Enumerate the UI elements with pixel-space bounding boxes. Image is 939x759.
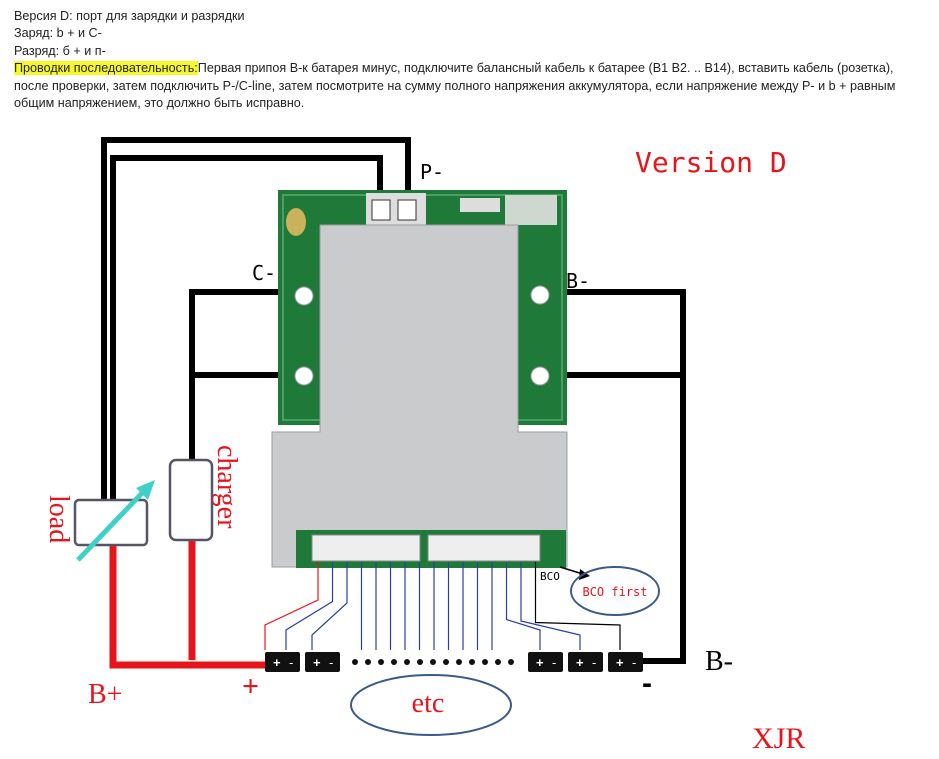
instruction-body: Первая припоя B-к батарея минус, подключ… xyxy=(14,61,896,111)
battery-cell: +- xyxy=(568,652,603,672)
version-label: Version D xyxy=(635,146,787,179)
cell-minus-sign: - xyxy=(592,655,596,670)
bco-label: BCO xyxy=(540,570,560,583)
c-minus-label: C- xyxy=(252,261,276,285)
bco-first-ellipse xyxy=(570,566,660,616)
cell-dot xyxy=(443,659,449,665)
black-wires xyxy=(101,137,686,664)
etc-label: etc xyxy=(412,688,445,719)
battery-cell: +- xyxy=(528,652,563,672)
cell-minus-sign: - xyxy=(632,655,636,670)
instruction-line-3: Разряд: б + и п- xyxy=(14,43,106,58)
cell-dot xyxy=(391,659,397,665)
watermark-xjr: XJR xyxy=(752,722,805,755)
balance-wire xyxy=(311,562,348,650)
red-wires xyxy=(109,540,266,669)
plus-sign: + xyxy=(242,670,259,703)
battery-cell: +- xyxy=(305,652,340,672)
balance-wire xyxy=(534,562,621,650)
b-minus-pad-1 xyxy=(530,285,550,305)
instruction-paragraph: Проводки последовательность:Первая припо… xyxy=(14,60,929,112)
balance-connector-2 xyxy=(427,534,541,562)
p-minus-label: P- xyxy=(420,160,444,184)
balance-wire xyxy=(520,562,581,650)
cell-dots xyxy=(352,659,514,665)
cell-dot xyxy=(482,659,488,665)
cell-dot xyxy=(430,659,436,665)
cell-dot xyxy=(456,659,462,665)
b-minus-label: B- xyxy=(705,646,733,677)
battery-cells: +-+-+-+-+- xyxy=(265,652,643,672)
balance-wire xyxy=(264,562,319,650)
c-minus-pad-2 xyxy=(294,366,314,386)
cell-dot xyxy=(508,659,514,665)
cell-dot xyxy=(404,659,410,665)
b-plus-label: B+ xyxy=(88,679,122,710)
b-minus-board-label: B- xyxy=(566,269,590,293)
cell-dot xyxy=(352,659,358,665)
c-minus-pad-1 xyxy=(294,286,314,306)
instruction-line-2: Заряд: b + и C- xyxy=(14,26,102,41)
cell-plus-sign: + xyxy=(313,655,321,670)
battery-cell: +- xyxy=(608,652,643,672)
variable-arrow-icon xyxy=(76,480,155,562)
cell-minus-sign: - xyxy=(552,655,556,670)
cell-dot xyxy=(469,659,475,665)
cell-plus-sign: + xyxy=(576,655,584,670)
cell-dot xyxy=(495,659,501,665)
bco-first-label: BCO first xyxy=(582,585,647,599)
highlighted-heading: Проводки последовательность: xyxy=(14,61,198,76)
fuse-component xyxy=(286,208,306,236)
cell-dot xyxy=(378,659,384,665)
cell-dot xyxy=(365,659,371,665)
cell-minus-sign: - xyxy=(329,655,333,670)
balance-wire xyxy=(505,562,541,650)
battery-cell: +- xyxy=(265,652,300,672)
charger-box xyxy=(168,458,214,542)
balance-wire xyxy=(285,562,334,650)
bms-board xyxy=(271,190,568,568)
etc-ellipse xyxy=(350,674,512,736)
minus-sign: - xyxy=(642,667,652,700)
cell-minus-sign: - xyxy=(289,655,293,670)
load-label: load xyxy=(43,495,74,543)
balance-wires xyxy=(264,562,621,650)
charger-label: charger xyxy=(211,445,242,529)
balance-connector-1 xyxy=(311,534,421,562)
b-minus-pad-2 xyxy=(530,366,550,386)
aluminium-plate xyxy=(271,224,568,568)
cell-plus-sign: + xyxy=(616,655,624,670)
cell-plus-sign: + xyxy=(273,655,281,670)
cell-plus-sign: + xyxy=(536,655,544,670)
instruction-line-1: Версия D: порт для зарядки и разрядки xyxy=(14,9,245,23)
instructions-text: Версия D: порт для зарядки и разрядки За… xyxy=(14,8,929,112)
cell-dot xyxy=(417,659,423,665)
